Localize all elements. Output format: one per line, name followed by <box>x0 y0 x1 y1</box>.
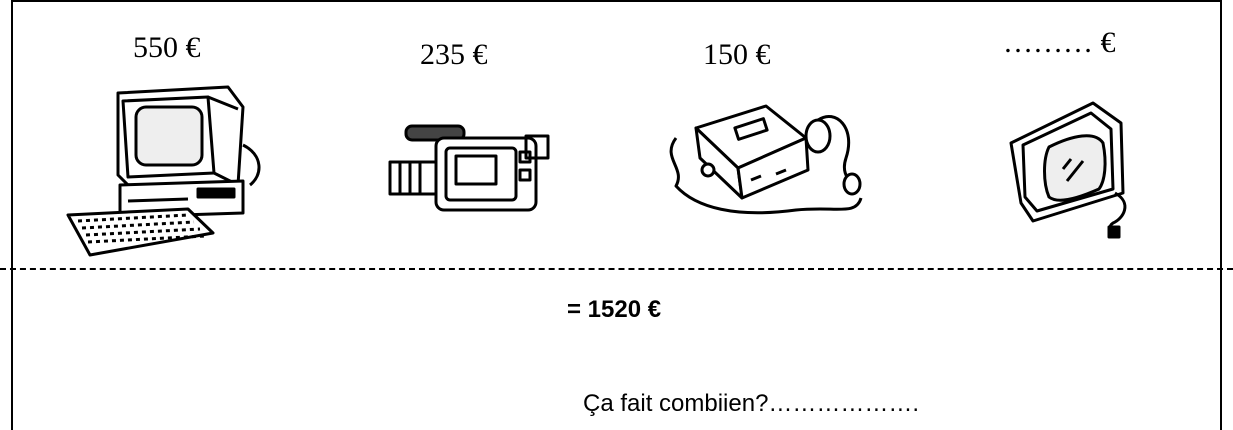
price-camcorder: 235 € <box>420 38 488 71</box>
price-television: ……… € <box>1003 26 1116 59</box>
computer-icon <box>66 85 261 257</box>
dashed-divider <box>0 268 1233 270</box>
television-icon <box>1009 101 1127 239</box>
camcorder-icon <box>388 124 550 212</box>
total-sum: = 1520 € <box>567 296 662 323</box>
question-answer-line: Ça fait combiien?………………. <box>583 390 920 417</box>
worksheet-frame <box>11 0 1222 430</box>
price-computer: 550 € <box>133 31 201 64</box>
cassette-player-icon <box>669 104 863 215</box>
price-cassette-player: 150 € <box>703 38 771 71</box>
